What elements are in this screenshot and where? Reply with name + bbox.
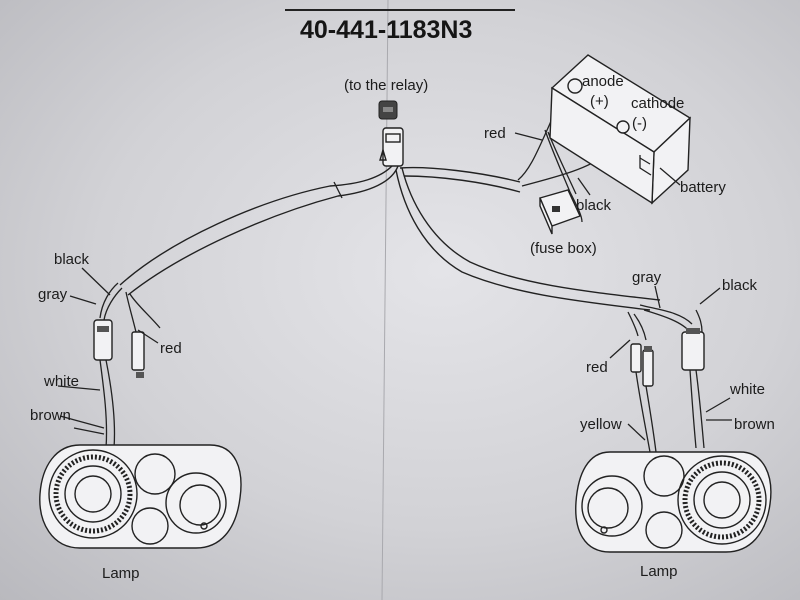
right-red-label: red bbox=[586, 359, 608, 376]
right-main-connector bbox=[681, 331, 705, 371]
relay-label: (to the relay) bbox=[344, 77, 428, 94]
left-red-label: red bbox=[160, 340, 182, 357]
red-battery-label: red bbox=[484, 125, 506, 142]
left-white-label: white bbox=[43, 373, 79, 390]
cathode-label: cathode bbox=[631, 95, 684, 112]
left-gray-label: gray bbox=[38, 286, 68, 303]
fuse-box bbox=[539, 189, 581, 235]
right-yellow-connector bbox=[630, 343, 642, 373]
right-branch bbox=[627, 304, 732, 453]
battery-label: battery bbox=[680, 179, 726, 196]
right-yellow-label: yellow bbox=[580, 416, 622, 433]
right-black-label: black bbox=[722, 277, 758, 294]
left-lamp-label: Lamp bbox=[102, 565, 140, 582]
fuse-box-label: (fuse box) bbox=[530, 240, 597, 257]
anode-terminal-icon bbox=[567, 78, 583, 94]
lamp-left bbox=[39, 444, 242, 549]
battery bbox=[549, 54, 692, 205]
left-branch bbox=[73, 282, 161, 449]
relay-connector bbox=[378, 100, 404, 167]
right-white-label: white bbox=[729, 381, 765, 398]
cathode-sign-label: (-) bbox=[632, 115, 647, 132]
right-lamp-label: Lamp bbox=[640, 563, 678, 580]
left-red-connector bbox=[131, 331, 145, 371]
right-brown-label: brown bbox=[734, 416, 775, 433]
leader-lines bbox=[57, 132, 721, 441]
lamp-right bbox=[575, 451, 772, 553]
harness-left-trunk bbox=[119, 165, 399, 296]
title: 40-441-1183N3 bbox=[300, 16, 472, 44]
black-battery-label: black bbox=[576, 197, 612, 214]
anode-sign-label: (+) bbox=[590, 93, 609, 110]
right-gray-label: gray bbox=[632, 269, 662, 286]
cathode-terminal-icon bbox=[616, 120, 630, 134]
page-crease bbox=[381, 0, 389, 600]
right-red-connector bbox=[642, 349, 654, 387]
left-black-label: black bbox=[54, 251, 90, 268]
anode-label: anode bbox=[582, 73, 624, 90]
left-brown-label: brown bbox=[30, 407, 71, 424]
harness-right-trunk bbox=[395, 167, 661, 311]
